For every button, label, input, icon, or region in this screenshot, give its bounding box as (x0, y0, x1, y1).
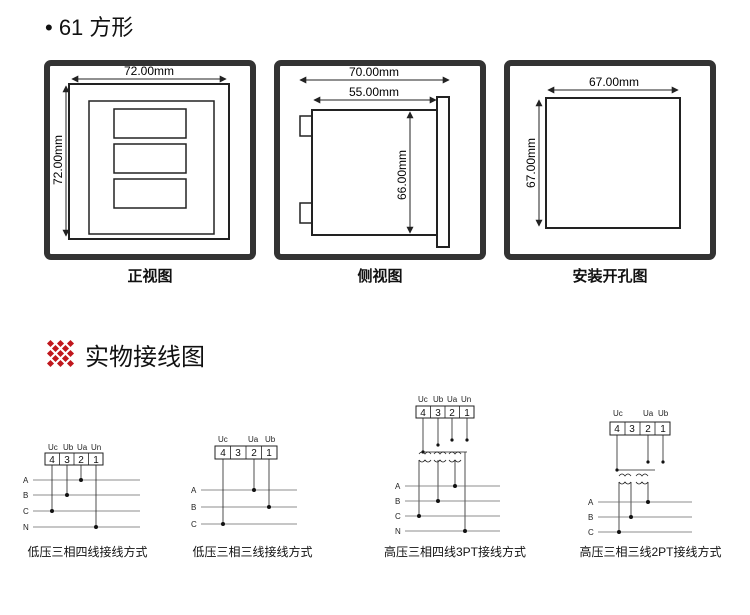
label-un: Un (91, 443, 101, 452)
side-height-label: 66.00mm (395, 150, 409, 200)
terminal-4: 4 (614, 424, 620, 435)
front-outer-frame (44, 60, 256, 260)
line-label-a: A (23, 476, 29, 485)
label-ua: Ua (447, 395, 458, 404)
front-display-window (88, 100, 215, 235)
line-label-b: B (23, 491, 28, 500)
label-uc: Uc (218, 435, 228, 444)
label-uc: Uc (613, 409, 623, 418)
side-depth-label: 70.00mm (349, 65, 399, 79)
line-label-c: C (23, 507, 29, 516)
terminal-3: 3 (629, 424, 635, 435)
wiring-caption-4: 高压三相三线2PT接线方式 (579, 545, 722, 559)
line-label-b: B (395, 497, 400, 506)
line-label-a: A (588, 498, 594, 507)
wiring-diagram-hv-3p4w-3pt: Uc Ub Ua Un 4 3 2 1 A B C N (395, 395, 500, 536)
wiring-caption-3: 高压三相四线3PT接线方式 (383, 545, 526, 559)
front-view-diagram: 72.00mm 72.00mm (44, 60, 256, 260)
diamond-grid-icon (46, 339, 75, 368)
cutout-width-label: 67.00mm (589, 75, 639, 89)
side-body (311, 109, 438, 236)
label-uc: Uc (48, 443, 58, 452)
display-row-3 (113, 178, 187, 209)
side-terminal-top (299, 115, 313, 137)
terminal-1: 1 (464, 408, 470, 419)
side-view-diagram: 70.00mm 55.00mm 66.00mm (274, 60, 486, 260)
side-view-caption: 侧视图 (357, 268, 403, 285)
line-label-n: N (23, 523, 29, 532)
label-ub: Ub (433, 395, 444, 404)
label-uc: Uc (418, 395, 428, 404)
side-terminal-bottom (299, 202, 313, 224)
terminal-1: 1 (93, 455, 99, 466)
label-ub: Ub (265, 435, 276, 444)
display-row-2 (113, 143, 187, 174)
side-outer-frame (274, 60, 486, 260)
front-height-label: 72.00mm (51, 135, 65, 185)
terminal-2: 2 (78, 455, 84, 466)
terminal-3: 3 (435, 408, 441, 419)
terminal-1: 1 (660, 424, 666, 435)
section-title-wiring: 实物接线图 (85, 344, 205, 371)
front-panel (68, 83, 230, 240)
line-label-a: A (395, 482, 401, 491)
front-width-label: 72.00mm (124, 64, 174, 78)
cutout-outer-frame (504, 60, 716, 260)
terminal-2: 2 (251, 448, 257, 459)
front-view-caption: 正视图 (127, 268, 173, 285)
display-row-1 (113, 108, 187, 139)
wiring-diagram-hv-3p3w-2pt: Uc Ua Ub 4 3 2 1 A B C (588, 409, 692, 537)
label-ua: Ua (643, 409, 654, 418)
cutout-view-diagram: 67.00mm 67.00mm (504, 60, 716, 260)
wiring-diagram-lv-3p4w: Uc Ub Ua Un 4 3 2 1 A B C N (23, 443, 140, 532)
cutout-view-caption: 安装开孔图 (572, 268, 648, 285)
line-label-c: C (191, 520, 197, 529)
side-body-depth-label: 55.00mm (349, 85, 399, 99)
line-label-c: C (588, 528, 594, 537)
line-label-a: A (191, 486, 197, 495)
wiring-diagram-lv-3p3w: Uc Ua Ub 4 3 2 1 A B C (191, 435, 297, 529)
terminal-1: 1 (266, 448, 272, 459)
terminal-4: 4 (420, 408, 426, 419)
terminal-2: 2 (645, 424, 651, 435)
terminal-3: 3 (64, 455, 70, 466)
terminal-4: 4 (220, 448, 226, 459)
terminal-3: 3 (235, 448, 241, 459)
label-ua: Ua (77, 443, 88, 452)
line-label-b: B (588, 513, 593, 522)
terminal-4: 4 (49, 455, 55, 466)
wiring-caption-1: 低压三相四线接线方式 (27, 545, 148, 559)
label-un: Un (461, 395, 471, 404)
label-ua: Ua (248, 435, 259, 444)
cutout-hole (545, 97, 681, 229)
side-bezel (436, 96, 450, 248)
wiring-caption-2: 低压三相三线接线方式 (192, 545, 313, 559)
terminal-2: 2 (449, 408, 455, 419)
label-ub: Ub (658, 409, 669, 418)
line-label-c: C (395, 512, 401, 521)
line-label-n: N (395, 527, 401, 536)
section-title-dimensions: • 61 方形 (45, 15, 134, 40)
line-label-b: B (191, 503, 196, 512)
cutout-height-label: 67.00mm (524, 138, 538, 188)
label-ub: Ub (63, 443, 74, 452)
